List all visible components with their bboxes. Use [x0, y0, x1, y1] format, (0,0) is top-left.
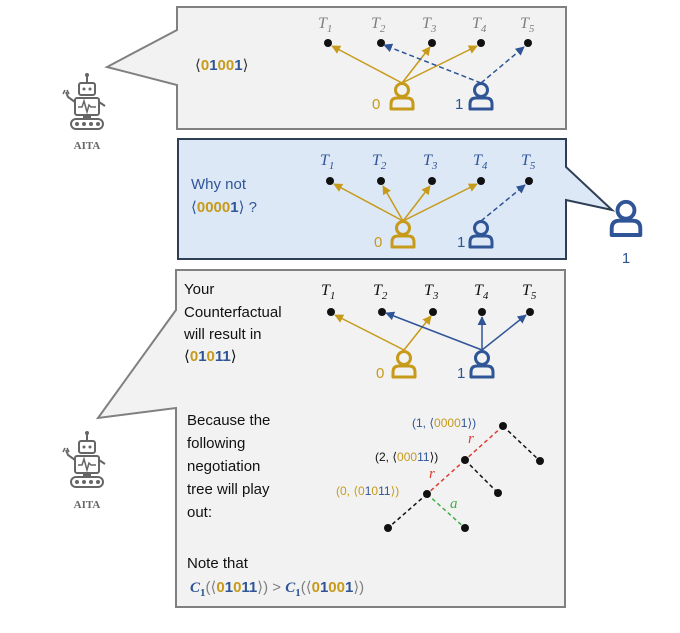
user-label: 1: [622, 250, 630, 267]
task-node: [525, 177, 533, 185]
panel-2-task-nodes: [326, 177, 533, 185]
task-node: [428, 39, 436, 47]
panel-2-message: ⟨00001⟩ ?: [191, 199, 257, 216]
panel-3-note-inequality: C1(⟨01011⟩) > C1(⟨01001⟩): [190, 579, 364, 599]
tree-edge-label-r1: r: [468, 431, 474, 447]
panel-2-agent-1-label: 1: [457, 234, 465, 251]
panel-3-agent-0-label: 0: [376, 365, 384, 382]
task-node: [326, 177, 334, 185]
svg-text:Your: Your: [184, 281, 214, 298]
robot-label-bottom: AITA: [74, 499, 101, 511]
tree-node: [423, 490, 431, 498]
panel-1-message: ⟨01001⟩: [195, 57, 248, 74]
task-node: [377, 39, 385, 47]
svg-text:Because the: Because the: [187, 412, 270, 429]
robot-icon-bottom: [62, 430, 106, 488]
task-node: [428, 177, 436, 185]
robot-label-top: AITA: [74, 140, 101, 152]
tree-node-label-3: (0, ⟨01011⟩): [336, 484, 399, 498]
tree-edge-label-a: a: [450, 496, 458, 512]
panel-3-counterfactual-text: Your Counterfactual will result in: [183, 281, 282, 343]
tree-green-edge: [426, 493, 466, 529]
tree-edge-label-r2: r: [429, 466, 435, 482]
task-node: [327, 308, 335, 316]
panel-1-gold-edges: [331, 45, 478, 84]
svg-text:negotiation: negotiation: [187, 458, 260, 475]
panel-3-bubble: [95, 269, 566, 608]
task-node: [477, 39, 485, 47]
panel-2-why-not: Why not: [191, 176, 247, 193]
task-node: [429, 308, 437, 316]
task-node: [324, 39, 332, 47]
tree-node: [499, 422, 507, 430]
panel-3-blue-edges: [385, 311, 527, 351]
tree-node: [461, 456, 469, 464]
task-node: [477, 177, 485, 185]
panel-3-note-label: Note that: [187, 555, 249, 572]
panel-1-agent-0-label: 0: [372, 96, 380, 113]
robot-icon-top: [62, 72, 106, 130]
svg-text:Counterfactual: Counterfactual: [184, 304, 282, 321]
tree-node: [461, 524, 469, 532]
tree-nodes: [384, 422, 544, 532]
user-icon: [609, 199, 643, 237]
panel-3-message: ⟨01011⟩: [184, 348, 237, 365]
panel-1-agent-1-label: 1: [455, 96, 463, 113]
panel-3-because-text: Because the following negotiation tree w…: [187, 412, 270, 521]
task-node: [524, 39, 532, 47]
panel-1-task-labels: T1 T2 T3 T4 T5: [318, 15, 535, 35]
task-node: [526, 308, 534, 316]
tree-node: [494, 489, 502, 497]
tree-node: [384, 524, 392, 532]
tree-black-edges: [387, 425, 541, 529]
svg-text:out:: out:: [187, 504, 212, 521]
panel-1-blue-edges: [383, 43, 525, 84]
panel-3-gold-edges: [334, 314, 432, 351]
panel-2-agent-0-label: 0: [374, 234, 382, 251]
svg-text:tree will play: tree will play: [187, 481, 270, 498]
panel-2-bubble: [177, 138, 616, 260]
panel-1-bubble: [104, 6, 567, 130]
panel-1-task-nodes: [324, 39, 532, 47]
task-node: [378, 308, 386, 316]
svg-text:following: following: [187, 435, 245, 452]
tree-node-label-1: (1, ⟨00001⟩): [412, 416, 476, 430]
task-node: [478, 308, 486, 316]
tree-node-label-2: (2, ⟨00011⟩): [375, 450, 438, 464]
panel-2-blue-edges: [480, 184, 526, 222]
panel-3-agent-1-label: 1: [457, 365, 465, 382]
task-node: [377, 177, 385, 185]
tree-red-edges: [426, 425, 504, 495]
tree-node: [536, 457, 544, 465]
svg-text:will result in: will result in: [183, 326, 262, 343]
panel-2-gold-edges: [333, 183, 478, 222]
panel-3-task-nodes: [327, 308, 534, 316]
